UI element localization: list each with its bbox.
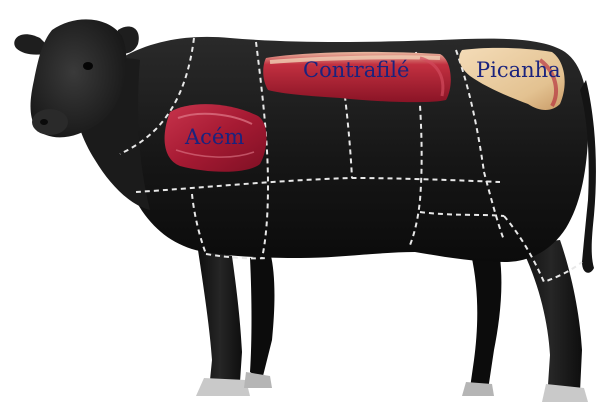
cut-label-contrafile: Contrafilé [303,60,409,81]
back-front-leg [250,252,274,380]
hoof-back-rear [462,382,494,396]
cut-label-picanha: Picanha [476,60,561,81]
back-rear-leg [470,245,501,390]
cut-label-acem: Acém [185,127,244,148]
hoof-back-front [244,372,272,388]
nostril [40,119,48,125]
muzzle [32,109,68,135]
eye [83,62,93,70]
cow-legs [196,240,588,402]
hoof-rear [542,384,588,402]
front-leg [198,250,242,382]
hoof-front [196,378,250,396]
rear-leg [520,240,582,392]
